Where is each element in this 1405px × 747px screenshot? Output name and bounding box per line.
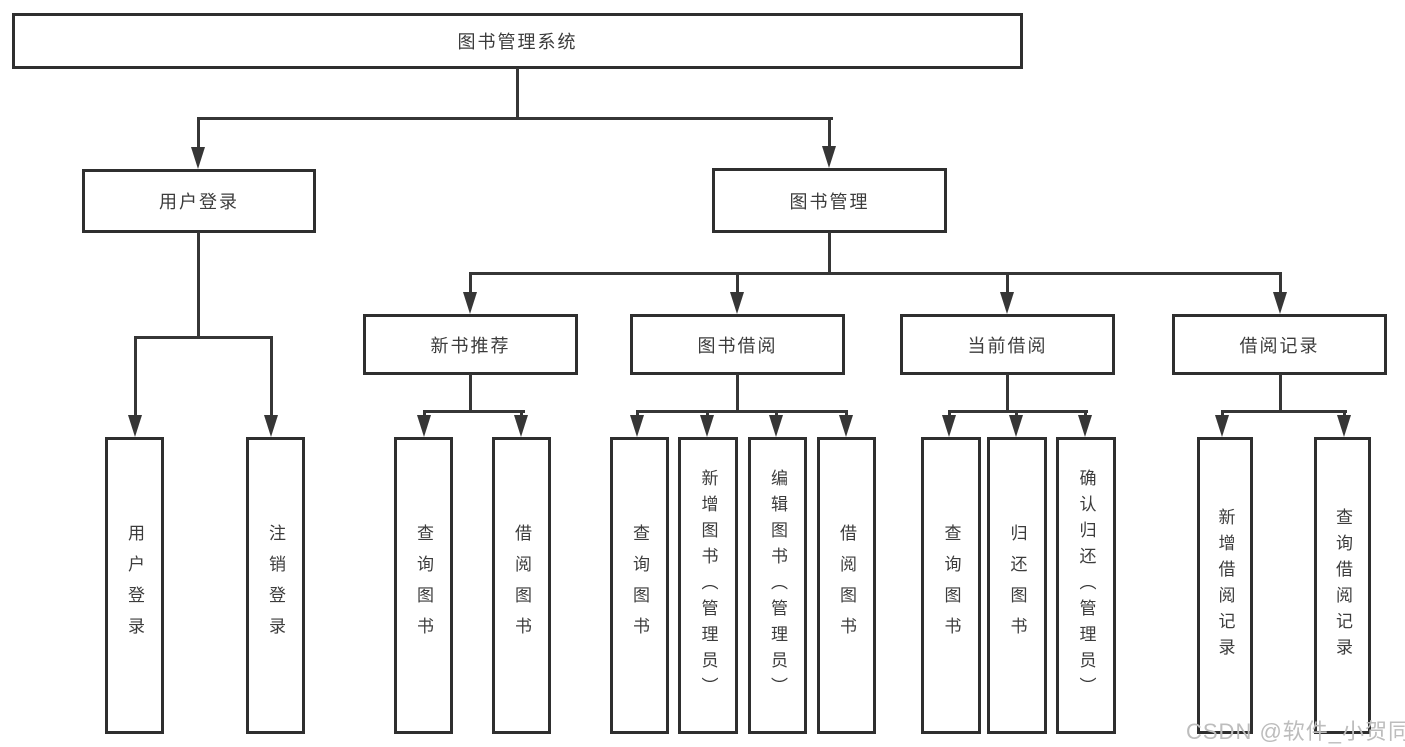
node-borrow-record: 借阅记录 bbox=[1172, 314, 1387, 375]
leaf-user-login-label: 用户登录 bbox=[125, 523, 144, 648]
connector-cb-leaf2-stem bbox=[1015, 410, 1018, 415]
node-new-book: 新书推荐 bbox=[363, 314, 578, 375]
connector-new-book-stem bbox=[469, 272, 472, 292]
leaf-borrow-edit: 编辑图书（管理员） bbox=[748, 437, 807, 734]
connector-book-mgmt-stem bbox=[828, 117, 831, 146]
connector-borrow-record-down bbox=[1279, 374, 1282, 413]
connector-borrow-record-bar bbox=[1221, 410, 1347, 413]
arrow-cb-leaf2 bbox=[1009, 415, 1023, 437]
node-root-label: 图书管理系统 bbox=[457, 32, 578, 52]
leaf-borrow-add: 新增图书（管理员） bbox=[678, 437, 738, 734]
node-book-mgmt-label: 图书管理 bbox=[789, 191, 870, 212]
connector-new-book-bar bbox=[423, 410, 525, 413]
arrow-book-mgmt bbox=[822, 146, 836, 168]
leaf-borrow-book: 借阅图书 bbox=[817, 437, 876, 734]
connector-user-login-stem bbox=[197, 117, 200, 147]
connector-user-login-down bbox=[197, 232, 200, 339]
leaf-borrow-query: 查询图书 bbox=[610, 437, 669, 734]
arrow-leaf-logout bbox=[264, 415, 278, 437]
node-new-book-label: 新书推荐 bbox=[430, 335, 511, 356]
connector-bb-leaf4-stem bbox=[845, 410, 848, 415]
node-book-mgmt: 图书管理 bbox=[712, 168, 947, 233]
connector-cb-leaf1-stem bbox=[948, 410, 951, 415]
arrow-cb-leaf1 bbox=[942, 415, 956, 437]
connector-current-borrow-bar bbox=[948, 410, 1088, 413]
connector-book-borrow-down bbox=[736, 374, 739, 413]
arrow-br-leaf2 bbox=[1337, 415, 1351, 437]
connector-root-stem bbox=[516, 68, 519, 120]
leaf-record-add-label: 新增借阅记录 bbox=[1215, 507, 1235, 664]
arrow-nb-leaf1 bbox=[417, 415, 431, 437]
arrow-current-borrow bbox=[1000, 292, 1014, 314]
connector-nb-leaf1-stem bbox=[423, 410, 426, 415]
arrow-leaf-login bbox=[128, 415, 142, 437]
arrow-bb-leaf1 bbox=[630, 415, 644, 437]
leaf-record-add: 新增借阅记录 bbox=[1197, 437, 1253, 734]
connector-leaf-logout-stem bbox=[270, 336, 273, 415]
node-user-login: 用户登录 bbox=[82, 169, 316, 233]
connector-root-branch-bar bbox=[197, 117, 833, 120]
leaf-borrow-book-label: 借阅图书 bbox=[837, 523, 856, 648]
leaf-borrow-add-label: 新增图书（管理员） bbox=[698, 468, 718, 703]
arrow-bb-leaf4 bbox=[839, 415, 853, 437]
connector-borrow-record-stem bbox=[1279, 272, 1282, 292]
leaf-current-return-label: 归还图书 bbox=[1007, 523, 1027, 648]
leaf-newbook-borrow: 借阅图书 bbox=[492, 437, 551, 734]
leaf-record-query-label: 查询借阅记录 bbox=[1333, 507, 1352, 664]
connector-bb-leaf3-stem bbox=[775, 410, 778, 415]
connector-book-mgmt-bar bbox=[469, 272, 1282, 275]
connector-bb-leaf1-stem bbox=[636, 410, 639, 415]
arrow-nb-leaf2 bbox=[514, 415, 528, 437]
leaf-current-confirm-label: 确认归还（管理员） bbox=[1076, 468, 1096, 703]
leaf-logout-label: 注销登录 bbox=[266, 523, 285, 648]
node-current-borrow: 当前借阅 bbox=[900, 314, 1115, 375]
arrow-new-book bbox=[463, 292, 477, 314]
arrow-bb-leaf2 bbox=[700, 415, 714, 437]
connector-user-login-bar bbox=[134, 336, 273, 339]
node-root: 图书管理系统 bbox=[12, 13, 1023, 69]
arrow-user-login bbox=[191, 147, 205, 169]
leaf-current-return: 归还图书 bbox=[987, 437, 1047, 734]
connector-new-book-down bbox=[469, 374, 472, 413]
connector-current-borrow-stem bbox=[1006, 272, 1009, 292]
leaf-newbook-query: 查询图书 bbox=[394, 437, 453, 734]
arrow-cb-leaf3 bbox=[1078, 415, 1092, 437]
node-current-borrow-label: 当前借阅 bbox=[967, 335, 1048, 356]
leaf-logout: 注销登录 bbox=[246, 437, 305, 734]
arrow-br-leaf1 bbox=[1215, 415, 1229, 437]
node-borrow-record-label: 借阅记录 bbox=[1239, 335, 1320, 356]
arrow-bb-leaf3 bbox=[769, 415, 783, 437]
leaf-borrow-query-label: 查询图书 bbox=[630, 523, 649, 648]
leaf-borrow-edit-label: 编辑图书（管理员） bbox=[768, 468, 787, 703]
leaf-current-query: 查询图书 bbox=[921, 437, 981, 734]
leaf-current-confirm: 确认归还（管理员） bbox=[1056, 437, 1116, 734]
leaf-record-query: 查询借阅记录 bbox=[1314, 437, 1371, 734]
arrow-borrow-record bbox=[1273, 292, 1287, 314]
connector-leaf-login-stem bbox=[134, 336, 137, 415]
leaf-newbook-query-label: 查询图书 bbox=[414, 523, 433, 648]
connector-br-leaf1-stem bbox=[1221, 410, 1224, 415]
leaf-current-query-label: 查询图书 bbox=[941, 523, 961, 648]
leaf-newbook-borrow-label: 借阅图书 bbox=[512, 523, 531, 648]
node-book-borrow: 图书借阅 bbox=[630, 314, 845, 375]
connector-book-borrow-bar bbox=[636, 410, 848, 413]
connector-br-leaf2-stem bbox=[1343, 410, 1346, 415]
connector-book-mgmt-down bbox=[828, 232, 831, 275]
connector-bb-leaf2-stem bbox=[706, 410, 709, 415]
connector-current-borrow-down bbox=[1006, 374, 1009, 413]
node-user-login-label: 用户登录 bbox=[159, 192, 239, 212]
connector-book-borrow-stem bbox=[736, 272, 739, 292]
arrow-book-borrow bbox=[730, 292, 744, 314]
connector-nb-leaf2-stem bbox=[520, 410, 523, 415]
node-book-borrow-label: 图书借阅 bbox=[697, 335, 778, 356]
connector-cb-leaf3-stem bbox=[1084, 410, 1087, 415]
leaf-user-login: 用户登录 bbox=[105, 437, 164, 734]
csdn-watermark: CSDN @软件_小贺同学 bbox=[1186, 719, 1405, 744]
